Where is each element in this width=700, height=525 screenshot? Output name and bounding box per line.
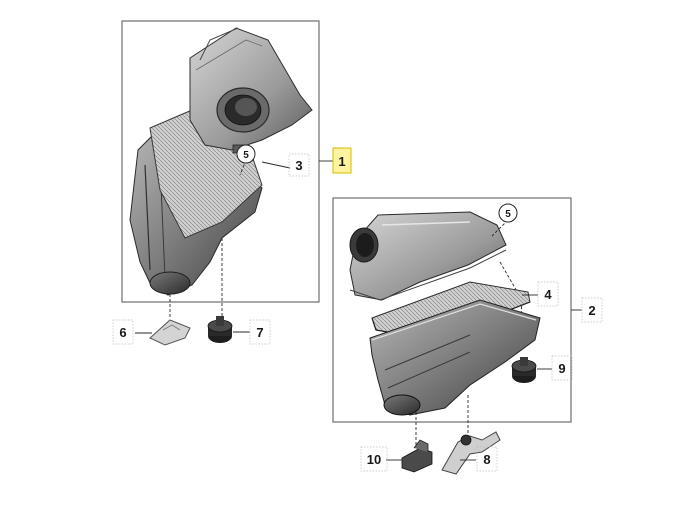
callout-7[interactable]: 7 [249,319,271,345]
callout-8[interactable]: 8 [476,446,498,472]
callout-10[interactable]: 10 [360,446,388,472]
part-upper-cover [349,211,507,301]
part-6-mounting-bracket [149,319,191,346]
svg-text:5: 5 [243,150,249,161]
callout-4[interactable]: 4 [537,281,559,307]
assembly-frame-left [121,20,320,303]
svg-text:2: 2 [588,303,595,318]
svg-text:1: 1 [338,154,345,169]
callout-6[interactable]: 6 [112,319,134,345]
air-filter-housing-assembled [129,27,313,296]
part-8-bracket [441,431,501,475]
callout-5-right[interactable]: 5 [498,203,518,223]
svg-text:5: 5 [505,209,511,220]
callout-2[interactable]: 2 [581,297,603,323]
part-7-rubber-mount [207,316,233,343]
callout-9[interactable]: 9 [551,355,573,381]
part-9-rubber-mount [511,357,537,383]
leader-3 [261,161,291,169]
callout-1-highlighted[interactable]: 1 [332,147,352,174]
svg-text:7: 7 [256,325,263,340]
svg-text:6: 6 [119,325,126,340]
svg-text:9: 9 [558,361,565,376]
callout-5-left[interactable]: 5 [236,144,256,164]
leader-5b [491,219,509,237]
svg-text:10: 10 [367,452,381,467]
svg-text:4: 4 [544,287,552,302]
part-10-grommet [401,439,433,473]
svg-text:3: 3 [295,158,302,173]
part-lower-housing [369,299,541,416]
callout-3[interactable]: 3 [288,153,310,177]
svg-text:8: 8 [483,452,490,467]
